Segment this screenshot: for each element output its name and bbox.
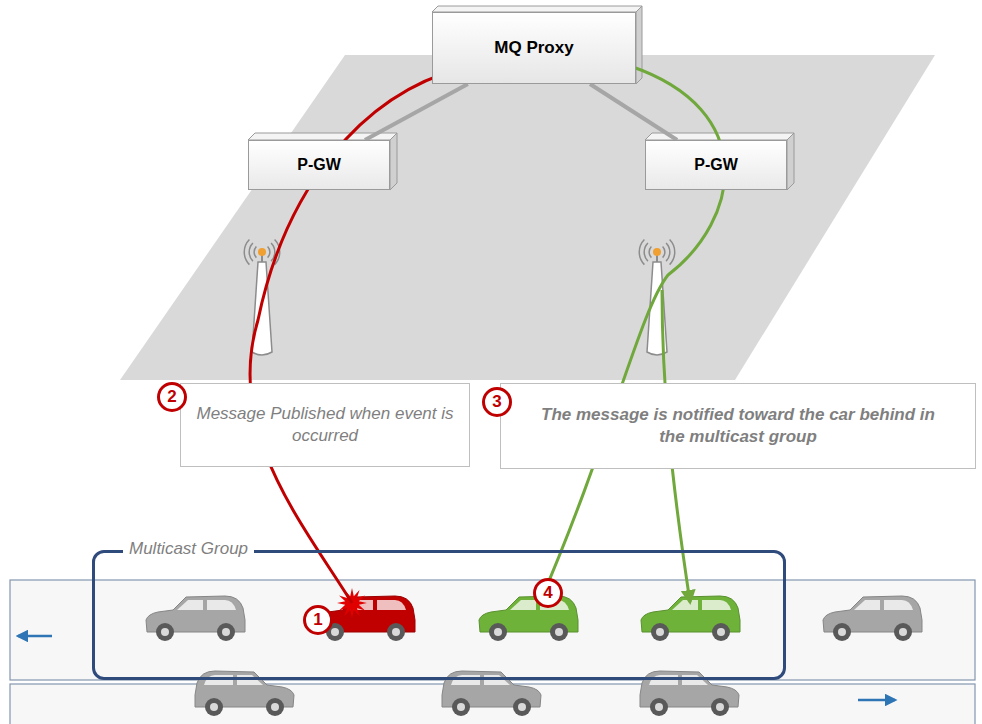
node-text: MQ Proxy bbox=[494, 38, 573, 58]
car-icon bbox=[146, 596, 245, 641]
car-icon bbox=[823, 596, 922, 641]
cell-tower bbox=[639, 239, 674, 355]
direction-arrow bbox=[858, 699, 895, 702]
note-box: Message Published when event is occurred bbox=[180, 383, 470, 467]
car-icon bbox=[479, 596, 578, 641]
node-text: Message Published when event is occurred bbox=[191, 403, 459, 447]
group-outline: Multicast Group bbox=[92, 550, 786, 680]
box-side-face bbox=[787, 133, 794, 190]
network-link bbox=[590, 84, 677, 140]
network-plane bbox=[120, 55, 935, 380]
note-box: The message is notified toward the car b… bbox=[500, 383, 976, 469]
callout-number: 4 bbox=[533, 578, 563, 608]
road-lane bbox=[10, 580, 975, 680]
direction-arrow bbox=[18, 635, 52, 638]
node-text: P-GW bbox=[694, 156, 738, 174]
box-side-face bbox=[390, 133, 397, 190]
node-text: P-GW bbox=[297, 156, 341, 174]
network-link bbox=[365, 84, 468, 140]
gateway-box: P-GW bbox=[645, 140, 787, 190]
proxy-box: MQ Proxy bbox=[432, 12, 636, 84]
node-text: Multicast Group bbox=[123, 539, 254, 559]
callout-number: 1 bbox=[303, 605, 333, 635]
callout-number: 3 bbox=[482, 387, 512, 417]
car-icon bbox=[641, 596, 740, 641]
callout-number: 2 bbox=[157, 382, 187, 412]
gateway-box: P-GW bbox=[248, 140, 390, 190]
box-side-face bbox=[636, 6, 642, 84]
node-text: The message is notified toward the car b… bbox=[538, 404, 938, 448]
